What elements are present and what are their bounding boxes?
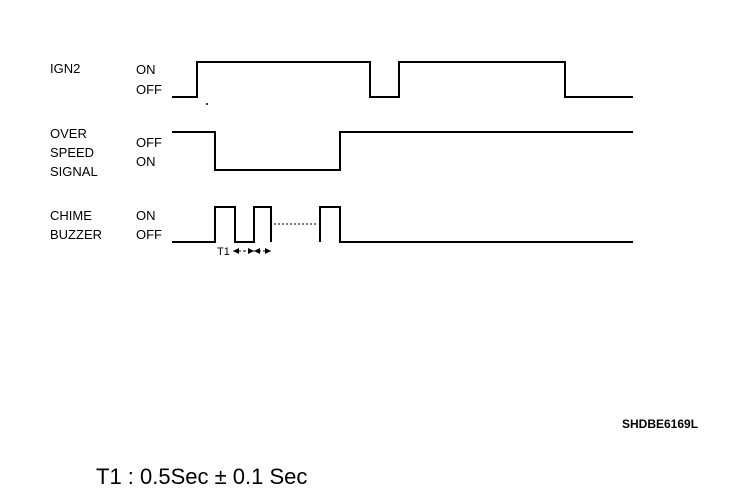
signal-chime-buzzer: CHIME BUZZER ON OFF T1 [50,206,633,258]
signal-ign2-name: IGN2 [50,61,80,76]
signal-chime-buzzer-name-line-1: CHIME [50,208,92,223]
t1-arrow-right [265,248,271,254]
signal-over-speed-name-line-3: SIGNAL [50,164,98,179]
signal-over-speed-waveform [172,131,633,171]
stray-dot [206,103,208,105]
signal-over-speed: OVER SPEED SIGNAL OFF ON [50,126,633,179]
t1-arrow-mid-left [248,248,254,254]
signal-over-speed-name-line-2: SPEED [50,145,94,160]
signal-ign2-on-label: ON [136,62,156,77]
figure-code: SHDBE6169L [622,417,698,431]
signal-chime-buzzer-waveform-start [172,206,272,243]
signal-over-speed-on-label: ON [136,154,156,169]
t1-arrow-left [233,248,239,254]
signal-chime-buzzer-waveform-end [319,206,633,243]
t1-arrow-mid-right [254,248,260,254]
signal-over-speed-name-line-1: OVER [50,126,87,141]
t1-formula: T1 : 0.5Sec ± 0.1 Sec [96,464,307,489]
signal-over-speed-off-label: OFF [136,135,162,150]
signal-ign2-off-label: OFF [136,82,162,97]
signal-chime-buzzer-on-label: ON [136,208,156,223]
signal-ign2: IGN2 ON OFF [50,61,633,105]
t1-dimension-label: T1 [217,246,230,258]
signal-chime-buzzer-name-line-2: BUZZER [50,227,102,242]
signal-ign2-waveform [172,61,633,98]
signal-chime-buzzer-off-label: OFF [136,227,162,242]
